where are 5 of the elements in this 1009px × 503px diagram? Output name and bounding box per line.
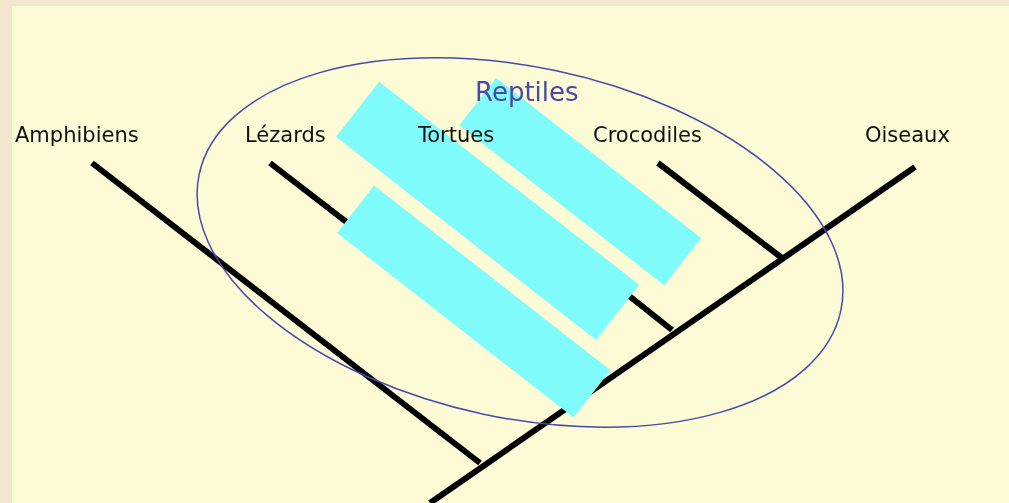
taxon-label: Lézards bbox=[245, 123, 326, 147]
taxon-label: Amphibiens bbox=[15, 123, 139, 147]
taxon-label: Oiseaux bbox=[865, 123, 950, 147]
taxon-label: Tortues bbox=[418, 123, 495, 147]
taxon-label: Crocodiles bbox=[593, 123, 702, 147]
